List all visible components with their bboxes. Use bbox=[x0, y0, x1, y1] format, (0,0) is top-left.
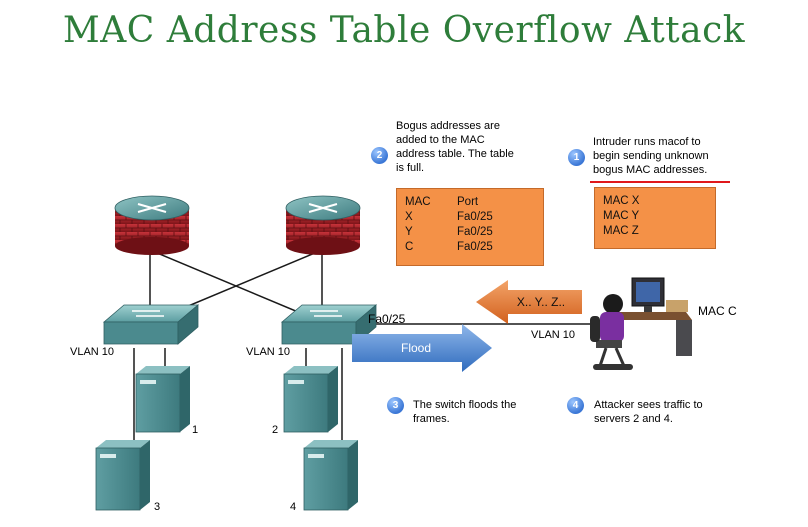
flood-arrow bbox=[352, 324, 492, 372]
list-item: MAC Z bbox=[603, 225, 639, 237]
red-underline bbox=[590, 181, 730, 183]
attacker-workstation bbox=[590, 277, 692, 370]
table-row: Y Fa0/25 bbox=[405, 226, 493, 238]
router-left bbox=[114, 195, 190, 255]
step-4-text: Attacker sees traffic to servers 2 and 4… bbox=[594, 399, 703, 425]
xyz-arrow-label: X.. Y.. Z.. bbox=[516, 295, 566, 309]
slide-title: MAC Address Table Overflow Attack bbox=[62, 10, 746, 51]
mac-c-label: MAC C bbox=[698, 304, 737, 318]
mac-table-box: MAC Port X Fa0/25 Y Fa0/25 C Fa0/25 bbox=[396, 188, 544, 266]
vlan-label-left: VLAN 10 bbox=[70, 346, 115, 358]
server-2 bbox=[283, 366, 338, 433]
step-2-text: Bogus addresses are added to the MAC add… bbox=[396, 120, 514, 174]
list-item: MAC Y bbox=[603, 210, 640, 222]
server-3-label: 3 bbox=[154, 501, 161, 513]
server-4 bbox=[303, 440, 358, 511]
cables bbox=[133, 249, 600, 440]
server-3 bbox=[95, 440, 150, 511]
step-3-badge: 3 bbox=[387, 397, 404, 414]
flood-arrow-label: Flood bbox=[400, 341, 432, 355]
step-4-badge: 4 bbox=[567, 397, 584, 414]
table-row: X Fa0/25 bbox=[405, 211, 493, 223]
list-item: MAC X bbox=[603, 195, 640, 207]
mac-address-table: MAC Port X Fa0/25 Y Fa0/25 C Fa0/25 bbox=[405, 195, 493, 255]
server-2-label: 2 bbox=[272, 424, 279, 436]
table-row: C Fa0/25 bbox=[405, 241, 493, 253]
switch-left bbox=[102, 304, 200, 345]
mac-table-header: MAC Port bbox=[405, 196, 479, 208]
server-4-label: 4 bbox=[290, 501, 297, 513]
step-2-badge: 2 bbox=[371, 147, 388, 164]
attacker-mac-box: MAC X MAC Y MAC Z bbox=[594, 187, 716, 249]
step-1-text: Intruder runs macof to begin sending unk… bbox=[593, 136, 709, 176]
vlan-label-attacker: VLAN 10 bbox=[531, 329, 576, 341]
interface-label: Fa0/25 bbox=[368, 312, 406, 326]
step-1-badge: 1 bbox=[568, 149, 585, 166]
router-right bbox=[285, 195, 361, 255]
server-1 bbox=[135, 366, 190, 433]
step-3-text: The switch floods the frames. bbox=[413, 399, 517, 425]
server-1-label: 1 bbox=[192, 424, 199, 436]
vlan-label-mid: VLAN 10 bbox=[246, 346, 291, 358]
xyz-arrow bbox=[476, 280, 582, 324]
